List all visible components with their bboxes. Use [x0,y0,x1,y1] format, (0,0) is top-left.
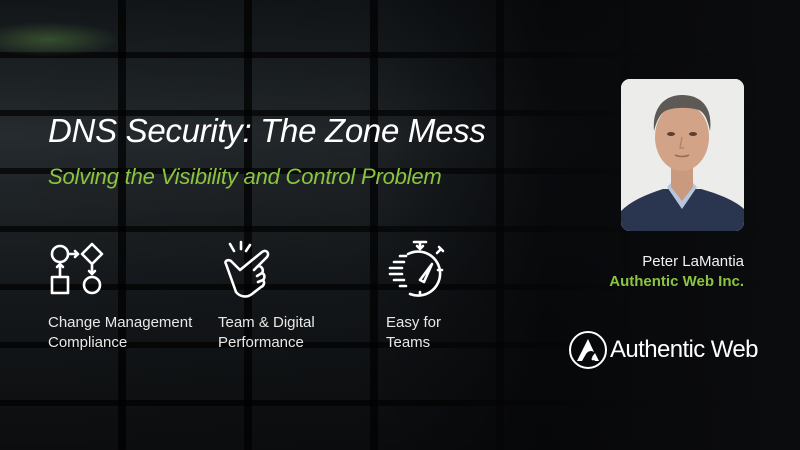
feature-label-line2: Teams [386,334,431,351]
workflow-diagram-icon [50,242,104,295]
speaker-portrait-illustration [621,79,744,231]
feature-change-management: Change Management Compliance [48,240,192,351]
feature-easy-for-teams: Easy for Teams [386,240,446,351]
feature-label-line1: Easy for [386,314,442,331]
speaker-name: Peter LaMantia [642,253,744,270]
speaker-photo [621,79,744,231]
background-foliage-glow [0,22,120,57]
fast-stopwatch-icon [388,240,445,297]
slide-subtitle: Solving the Visibility and Control Probl… [48,164,442,189]
feature-team-digital-performance: Team & Digital Performance [218,240,315,351]
slide-title: DNS Security: The Zone Mess [48,112,486,149]
feature-label-line1: Team & Digital [218,314,315,331]
logo-wordmark: Authentic Web [610,336,758,363]
authentic-web-logo-icon [569,331,607,369]
snap-fingers-hand-icon [224,240,270,298]
feature-label-line2: Performance [218,334,304,351]
feature-label-line1: Change Management [48,314,193,331]
authentic-web-logo: Authentic Web [568,330,758,370]
speaker-company: Authentic Web Inc. [609,273,744,290]
feature-label-line2: Compliance [48,334,128,351]
